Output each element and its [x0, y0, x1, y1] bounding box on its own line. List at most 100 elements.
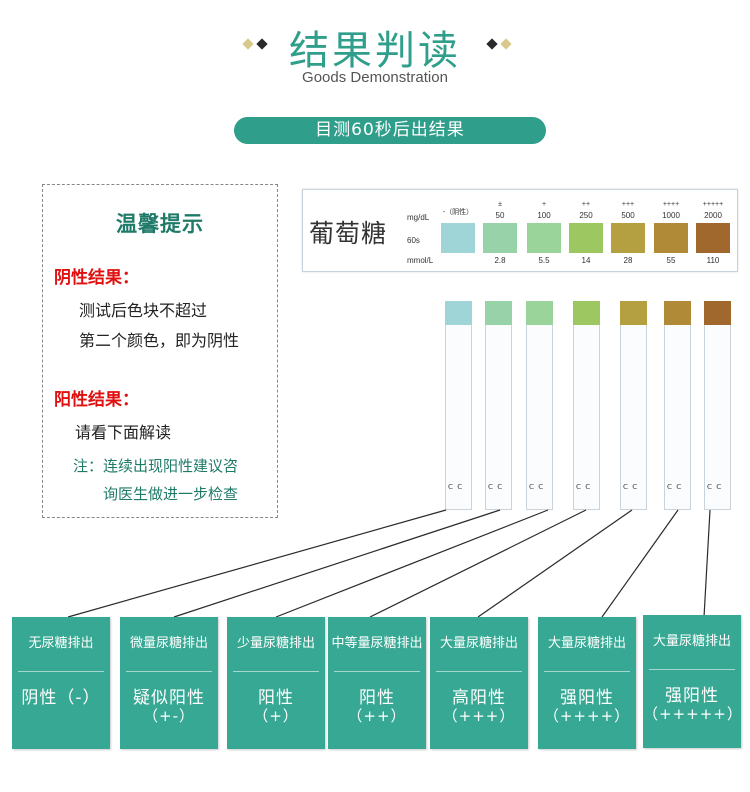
card-label: 大量尿糖排出	[439, 636, 518, 651]
unit-mmol: mmol/L	[407, 256, 434, 265]
positive-heading: 阳性结果：	[54, 390, 139, 410]
level-mgdl: 500	[621, 211, 635, 220]
color-swatch	[441, 223, 475, 253]
note-line-2: 询医生做进一步检查	[103, 485, 239, 503]
leader-line	[173, 509, 501, 618]
strip-reagent-pad	[485, 301, 512, 325]
card-symbol: （++++）	[543, 707, 631, 725]
card-label: 大量尿糖排出	[652, 634, 731, 649]
test-strip: ᑕ ᑕ	[620, 301, 647, 510]
card-result: 高阳性	[452, 688, 506, 708]
strip-reagent-pad	[526, 301, 553, 325]
chart-analyte-name: 葡萄糖	[309, 219, 388, 248]
card-symbol: （+-）	[143, 707, 195, 725]
card-label: 大量尿糖排出	[547, 636, 626, 651]
leader-line	[601, 509, 679, 618]
test-strip: ᑕ ᑕ	[573, 301, 600, 510]
strip-mark: ᑕ ᑕ	[488, 484, 503, 492]
card-symbol: （+++）	[442, 707, 516, 725]
negative-line-2: 第二个颜色，即为阴性	[79, 331, 240, 350]
level-symbol: +	[541, 201, 547, 208]
color-swatch	[569, 223, 603, 253]
card-symbol: （++）	[347, 707, 407, 725]
test-strip: ᑕ ᑕ	[526, 301, 553, 510]
negative-heading: 阴性结果：	[54, 268, 139, 288]
color-swatch	[696, 223, 730, 253]
strip-mark: ᑕ ᑕ	[529, 484, 544, 492]
tips-box: 温馨提示 阴性结果： 测试后色块不超过 第二个颜色，即为阴性 阳性结果： 请看下…	[42, 184, 278, 518]
strip-reagent-pad	[573, 301, 600, 325]
test-strip: ᑕ ᑕ	[445, 301, 472, 510]
card-divider	[649, 669, 735, 670]
test-strip: ᑕ ᑕ	[485, 301, 512, 510]
card-label: 少量尿糖排出	[236, 636, 315, 651]
card-divider	[544, 671, 630, 672]
result-card-plus-5: 大量尿糖排出 强阳性 （+++++）	[643, 615, 743, 748]
timing-banner: 目测60秒后出结果	[234, 117, 546, 144]
leader-line	[369, 509, 587, 618]
card-symbol: （+++++）	[643, 705, 743, 723]
card-label: 中等量尿糖排出	[331, 636, 423, 651]
diamond-icon	[486, 38, 498, 50]
strip-reagent-pad	[664, 301, 691, 325]
level-mmol: 55	[666, 256, 676, 265]
level-mgdl: 100	[537, 211, 551, 220]
card-result: 阳性	[359, 688, 395, 708]
test-strip: ᑕ ᑕ	[704, 301, 731, 510]
page-title: 结果判读	[289, 28, 461, 74]
level-mmol: 14	[581, 256, 591, 265]
strip-mark: ᑕ ᑕ	[448, 484, 463, 492]
test-strip: ᑕ ᑕ	[664, 301, 691, 510]
result-card-trace: 微量尿糖排出 疑似阳性 （+-）	[120, 617, 218, 749]
leader-line	[703, 509, 711, 618]
card-result: 阳性	[258, 688, 294, 708]
result-card-negative: 无尿糖排出 阴性（-）	[12, 617, 110, 749]
result-card-plus-1: 少量尿糖排出 阳性 （+）	[227, 617, 325, 749]
level-symbol: -（阴性）	[442, 209, 474, 216]
note-line-1: 注：连续出现阳性建议咨	[73, 457, 239, 475]
card-divider	[334, 671, 420, 672]
strip-reagent-pad	[620, 301, 647, 325]
strip-mark: ᑕ ᑕ	[576, 484, 591, 492]
page-subtitle: Goods Demonstration	[302, 69, 448, 86]
tips-title: 温馨提示	[116, 212, 204, 236]
color-swatch	[527, 223, 561, 253]
positive-line-1: 请看下面解读	[75, 423, 172, 442]
level-mmol: 5.5	[538, 256, 550, 265]
strip-reagent-pad	[445, 301, 472, 325]
color-swatch	[611, 223, 645, 253]
negative-line-1: 测试后色块不超过	[79, 301, 208, 320]
level-mmol: 110	[706, 256, 720, 265]
card-divider	[18, 671, 104, 672]
strip-mark: ᑕ ᑕ	[623, 484, 638, 492]
card-divider	[436, 671, 522, 672]
level-mgdl: 250	[579, 211, 593, 220]
result-card-plus-2: 中等量尿糖排出 阳性 （++）	[328, 617, 426, 749]
card-divider	[126, 671, 212, 672]
level-symbol: +++	[621, 201, 635, 208]
diamond-icon	[500, 38, 512, 50]
card-label: 无尿糖排出	[28, 636, 94, 651]
strip-mark: ᑕ ᑕ	[707, 484, 722, 492]
unit-time: 60s	[407, 236, 420, 245]
strip-reagent-pad	[704, 301, 731, 325]
result-card-plus-4: 大量尿糖排出 强阳性 （++++）	[538, 617, 636, 749]
level-mgdl: 1000	[662, 211, 680, 220]
result-card-plus-3: 大量尿糖排出 高阳性 （+++）	[430, 617, 528, 749]
card-result: 强阳性	[665, 686, 719, 706]
card-result: 阴性（-）	[21, 688, 101, 708]
unit-mgdl: mg/dL	[407, 213, 430, 222]
leader-line	[275, 509, 549, 618]
color-swatch	[654, 223, 688, 253]
right-diamond-ornament	[486, 38, 512, 50]
level-symbol: ++++	[662, 201, 680, 208]
card-divider	[233, 671, 319, 672]
level-mmol: 2.8	[494, 256, 506, 265]
leader-line	[477, 509, 633, 618]
level-mmol: 28	[623, 256, 633, 265]
level-mgdl: 2000	[704, 211, 722, 220]
card-symbol: （+）	[253, 707, 299, 725]
level-symbol: ±	[498, 201, 502, 208]
level-symbol: ++	[581, 201, 591, 208]
color-swatch	[483, 223, 517, 253]
